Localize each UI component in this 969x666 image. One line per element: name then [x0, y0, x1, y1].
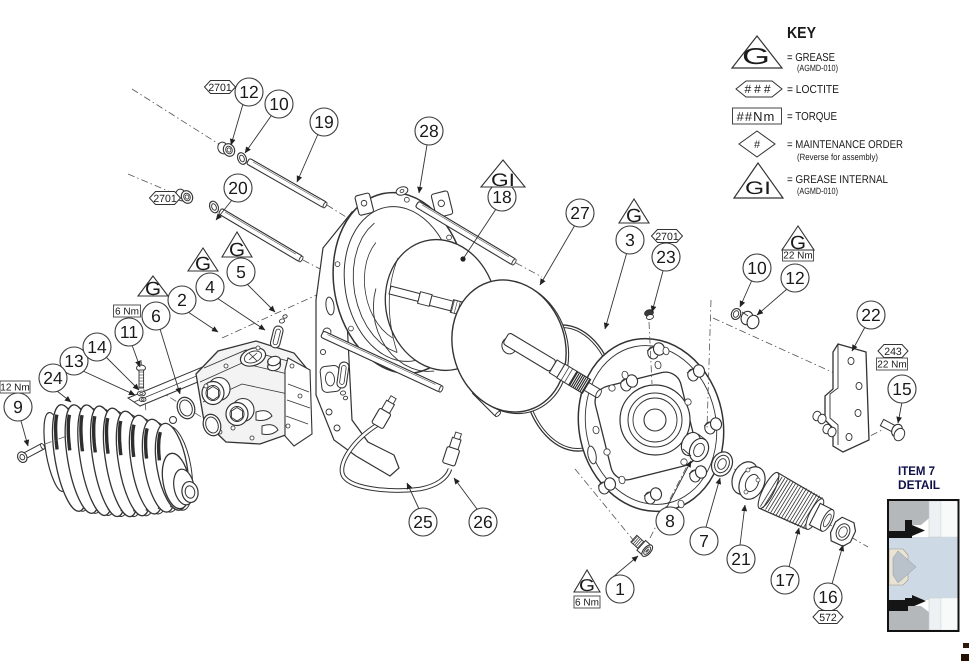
- svg-text:8: 8: [665, 511, 675, 531]
- svg-text:(Reverse for assembly): (Reverse for assembly): [797, 152, 878, 162]
- svg-text:25: 25: [413, 512, 432, 532]
- svg-text:12: 12: [239, 82, 258, 102]
- svg-text:12: 12: [785, 268, 804, 288]
- svg-text:19: 19: [314, 112, 333, 132]
- svg-text:###: ###: [744, 82, 773, 96]
- svg-text:2701: 2701: [153, 193, 177, 205]
- svg-text:23: 23: [656, 247, 675, 267]
- svg-text:11: 11: [120, 322, 138, 342]
- svg-text:18: 18: [492, 187, 511, 207]
- svg-text:GI: GI: [491, 170, 515, 190]
- svg-text:26: 26: [473, 512, 492, 532]
- svg-text:5: 5: [236, 262, 246, 282]
- svg-text:21: 21: [731, 549, 750, 569]
- svg-text:20: 20: [228, 178, 248, 198]
- svg-text:G: G: [742, 43, 770, 69]
- svg-text:22 Nm: 22 Nm: [783, 251, 812, 262]
- svg-text:16: 16: [818, 587, 837, 607]
- svg-text:G: G: [229, 240, 245, 261]
- svg-text:27: 27: [570, 203, 589, 223]
- svg-text:= TORQUE: = TORQUE: [787, 111, 837, 123]
- svg-text:2701: 2701: [655, 231, 679, 243]
- svg-text:G: G: [579, 576, 595, 595]
- svg-text:10: 10: [269, 94, 289, 114]
- svg-text:4: 4: [205, 277, 215, 297]
- svg-text:1: 1: [615, 579, 625, 599]
- svg-text:(AGMD-010): (AGMD-010): [797, 63, 838, 73]
- svg-text:KEY: KEY: [787, 25, 816, 42]
- svg-text:2701: 2701: [208, 82, 232, 94]
- svg-text:ITEM 7: ITEM 7: [898, 464, 935, 478]
- svg-text:GI: GI: [745, 178, 771, 198]
- svg-text:15: 15: [892, 379, 911, 399]
- svg-text:6: 6: [151, 306, 161, 326]
- svg-text:= MAINTENANCE ORDER: = MAINTENANCE ORDER: [787, 139, 903, 151]
- svg-text:3: 3: [625, 230, 635, 250]
- svg-text:#: #: [754, 139, 761, 151]
- svg-text:14: 14: [87, 337, 107, 357]
- svg-text:G: G: [626, 206, 642, 227]
- svg-text:572: 572: [819, 612, 837, 624]
- svg-text:= LOCTITE: = LOCTITE: [787, 84, 839, 96]
- svg-text:6 Nm: 6 Nm: [115, 307, 139, 318]
- svg-text:24: 24: [43, 368, 63, 388]
- svg-text:22 Nm: 22 Nm: [877, 360, 906, 371]
- svg-text:2: 2: [177, 290, 187, 310]
- svg-text:6 Nm: 6 Nm: [575, 598, 599, 609]
- svg-text:22: 22: [861, 305, 880, 325]
- svg-text:9: 9: [13, 397, 23, 417]
- svg-text:(AGMD-010): (AGMD-010): [797, 186, 838, 196]
- svg-text:G: G: [145, 279, 161, 300]
- svg-text:= GREASE INTERNAL: = GREASE INTERNAL: [787, 174, 888, 186]
- svg-text:12 Nm: 12 Nm: [0, 383, 29, 394]
- svg-text:##Nm: ##Nm: [737, 109, 776, 124]
- svg-text:DETAIL: DETAIL: [898, 478, 940, 492]
- svg-text:243: 243: [884, 346, 902, 358]
- svg-text:= GREASE: = GREASE: [787, 52, 835, 64]
- svg-text:13: 13: [64, 351, 83, 371]
- svg-text:G: G: [195, 254, 211, 275]
- svg-text:7: 7: [699, 531, 709, 551]
- svg-text:17: 17: [775, 570, 794, 590]
- svg-text:10: 10: [747, 258, 767, 278]
- svg-text:G: G: [790, 233, 806, 254]
- svg-text:28: 28: [419, 121, 438, 141]
